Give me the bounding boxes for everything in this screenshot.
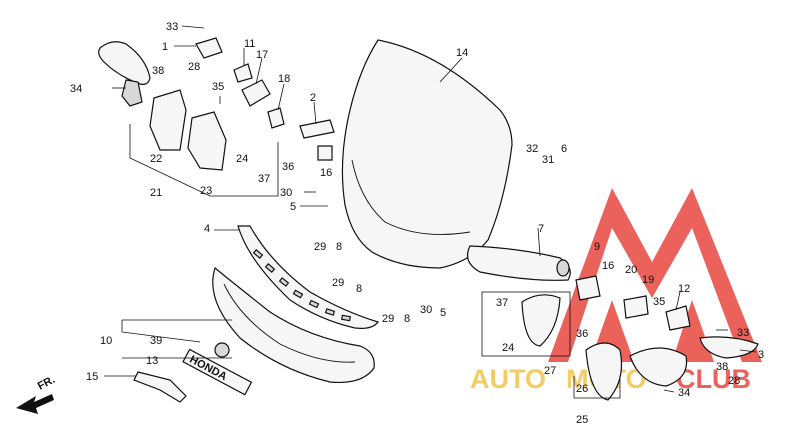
callout-c20: 20 [625,264,637,276]
bracket-12 [665,305,691,331]
callout-c8a: 8 [336,241,342,253]
callout-c26: 26 [576,383,588,395]
windscreen-inner-edge [351,159,471,235]
callout-c23: 23 [200,185,212,197]
side-cowl-grommet [556,259,570,277]
callout-c39: 39 [150,335,162,347]
callout-c28b: 28 [728,375,740,387]
bracket-20 [623,295,649,319]
callout-c18: 18 [278,73,290,85]
emblem-grommet [214,342,230,358]
leader-lines [104,25,757,393]
callout-c12: 12 [678,283,690,295]
fairing-vents [252,249,351,322]
bracket-18 [267,107,285,129]
callout-c13: 13 [146,355,158,367]
mirror-stay [121,79,143,107]
direction-label: FR. [36,374,57,393]
callout-c19: 19 [642,274,654,286]
callout-c11: 11 [244,38,255,50]
callout-c36b: 36 [576,328,588,340]
lower-fairing-inner [223,283,356,363]
callout-c35a: 35 [212,81,224,93]
inner-cover-right [187,111,227,171]
mirror [98,41,151,85]
bracket-9 [575,275,601,301]
callout-c17: 17 [256,49,268,61]
callout-c29b: 29 [332,277,344,289]
front-direction-indicator: FR. [16,374,57,414]
callout-c31: 31 [542,154,554,166]
lower-duct-26 [629,347,688,387]
group-box-24 [481,291,571,357]
callout-c9: 9 [594,241,600,253]
callout-c3: 3 [758,349,764,361]
honda-emblem: HONDA [182,348,253,396]
callout-c4: 4 [204,223,210,235]
watermark-text-auto: AUTO [470,364,546,394]
callout-c7: 7 [538,223,544,235]
callout-c28a: 28 [188,61,200,73]
front-fairing-upper [237,225,379,329]
callout-c29a: 29 [314,241,326,253]
callout-c25: 25 [576,414,588,426]
callout-c30b: 30 [420,304,432,316]
bracket-1 [195,37,223,59]
group-bracket-10 [121,319,232,359]
bracket-16 [317,145,333,161]
group-bracket-21-23 [129,124,279,197]
callout-c36a: 36 [282,161,294,173]
callout-c27: 27 [544,365,556,377]
callout-c30a: 30 [280,187,292,199]
callout-c5a: 5 [290,201,296,213]
watermark-logo: AUTO MOTO CLUB [470,188,762,394]
callout-c38b: 38 [716,361,728,373]
callout-c15: 15 [86,371,98,383]
group-bracket-25 [573,376,621,399]
inner-panel-24 [521,294,561,347]
callout-c34b: 34 [678,387,690,399]
bracket-11 [233,63,253,83]
callout-c32: 32 [526,143,538,155]
callout-c37b: 37 [496,297,508,309]
callout-c35b: 35 [653,296,665,308]
callout-c8b: 8 [356,283,362,295]
stay-15 [133,371,187,403]
callout-c16b: 16 [602,260,614,272]
callout-c22: 22 [150,153,162,165]
callout-c14: 14 [456,47,468,59]
watermark-inner-peak-icon [590,300,714,362]
callout-c5b: 5 [440,307,446,319]
callout-c38a: 38 [152,65,164,77]
callout-c24b: 24 [502,342,514,354]
inner-cover-left [149,89,187,151]
stay-2 [299,119,335,139]
callout-c33b: 33 [737,327,749,339]
bracket-17 [241,79,271,107]
callout-c24a: 24 [236,153,248,165]
watermark-text-club: CLUB [676,364,751,394]
side-cowl [467,245,571,281]
front-arrow-icon [16,394,54,414]
callout-c1: 1 [162,41,168,53]
callout-c29c: 29 [382,313,394,325]
callout-c6: 6 [561,143,567,155]
callout-c37a: 37 [258,173,270,185]
callout-c34a: 34 [70,83,82,95]
lower-fairing [212,266,375,384]
callout-c16a: 16 [320,167,332,179]
callout-c2: 2 [310,92,316,104]
callout-c21: 21 [150,187,162,199]
watermark-mountain-icon [548,188,762,362]
duct-3 [699,336,759,359]
windscreen [341,39,513,269]
callout-c10: 10 [100,335,112,347]
callout-c33a: 33 [166,21,178,33]
callout-c8c: 8 [404,313,410,325]
